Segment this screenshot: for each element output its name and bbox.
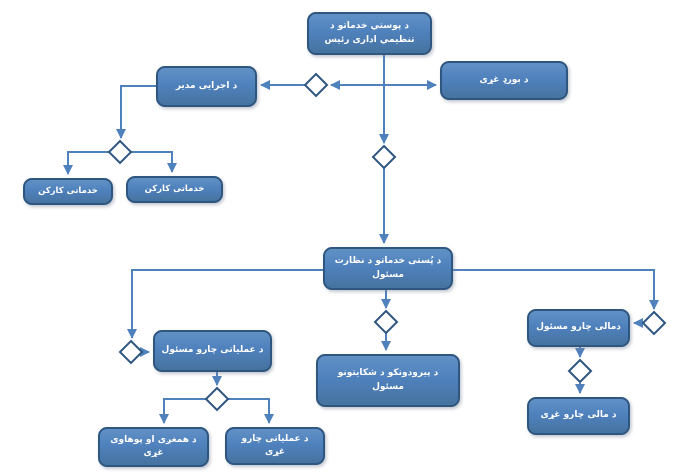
diamond-financial-member-link-icon bbox=[567, 358, 593, 384]
diamond-operations-link-icon bbox=[118, 339, 144, 365]
connector-executive-director-to-diamond bbox=[116, 85, 156, 139]
diamond-operations-split-icon bbox=[204, 386, 230, 412]
node-service-worker-right: خدماتی کارکن bbox=[126, 176, 223, 203]
diamond-service-workers-icon bbox=[107, 139, 133, 165]
connector-diamond-to-coordination-member bbox=[159, 398, 206, 424]
node-service-worker-left: خدماتی کارکن bbox=[23, 178, 113, 205]
node-operations-member: د عملیاتی چارو غړی bbox=[225, 427, 325, 465]
connector-postal-supervisor-to-right-diamond bbox=[453, 269, 659, 310]
diamond-executive-link-icon bbox=[303, 72, 329, 98]
diamond-financial-link-icon bbox=[641, 310, 667, 336]
diamond-complaints-link-icon bbox=[373, 309, 399, 335]
connector-postal-supervisor-to-left-diamond bbox=[127, 269, 323, 339]
node-executive-director: د اجرایی مدیر bbox=[156, 66, 257, 107]
node-board-member: د بورډ غړی bbox=[440, 61, 568, 100]
connector-diamond-to-service-worker-right bbox=[131, 151, 177, 173]
node-financial-officer: دمالی چارو مسئول bbox=[527, 309, 630, 347]
diamond-trunk-icon bbox=[371, 144, 397, 170]
node-chairman: د پوستي خدماتو د تنظیمي اداری رئیس bbox=[307, 12, 432, 55]
node-postal-supervision-officer: د پُستی خدماتو د نظارت مسئول bbox=[323, 247, 453, 290]
connector-diamond-to-service-worker-left bbox=[63, 151, 109, 175]
node-financial-member: د مالی چارو غړی bbox=[527, 397, 630, 435]
node-customer-complaints-officer: د پیرودونکو د شکایتونو مسئول bbox=[316, 354, 460, 407]
node-operations-officer: د عملیاتی چارو مسئول bbox=[153, 330, 272, 372]
node-coordination-awareness-member: د همغږی او پوهاوی غړی bbox=[98, 427, 209, 467]
connector-diamond-to-operations-member bbox=[228, 398, 274, 424]
